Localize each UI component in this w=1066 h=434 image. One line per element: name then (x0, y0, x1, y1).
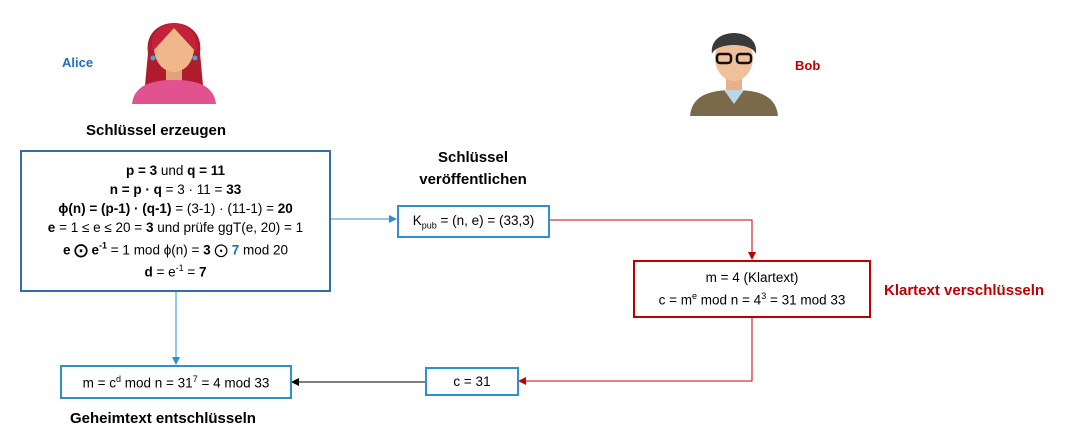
keygen-box: p = 3 und q = 11 n = p · q = 3 · 11 = 33… (20, 150, 331, 292)
publish-keys-label: Schlüssel veröffentlichen (395, 147, 551, 191)
alice-avatar (132, 23, 216, 104)
alice-label: Alice (62, 55, 94, 70)
keygen-line-5: e ⨀ e-1 = 1 mod ϕ(n) = 3 ⨀ 7 mod 20 (63, 240, 288, 258)
generate-keys-label: Schlüssel erzeugen (86, 122, 227, 139)
bob-label: Bob (795, 58, 821, 73)
publish-keys-line-1: Schlüssel (437, 149, 509, 166)
keygen-line-6: d = e-1 = 7 (144, 263, 207, 280)
decrypt-label: Geheimtext entschlüsseln (70, 410, 256, 427)
arrow-publish-to-encrypt (549, 219, 756, 260)
cipher-box: c = 31 (425, 367, 519, 396)
arrow-encrypt-to-cipher (518, 317, 753, 385)
decrypt-box: m = cd mod n = 317 = 4 mod 33 (60, 365, 292, 399)
keygen-line-3: ϕ(n) = (p-1) · (q-1) = (3-1) · (11-1) = … (58, 200, 293, 216)
plaintext-line: m = 4 (Klartext) (705, 270, 799, 286)
keygen-line-1: p = 3 und q = 11 (125, 162, 226, 178)
bob-avatar (690, 33, 778, 116)
encrypt-box: m = 4 (Klartext) c = me mod n = 43 = 31 … (633, 260, 871, 318)
public-key-box: Kpub = (n, e) = (33,3) (397, 205, 550, 238)
keygen-line-2: n = p · q = 3 · 11 = 33 (109, 181, 242, 197)
ciphertext-calc-line: c = me mod n = 43 = 31 mod 33 (658, 291, 846, 308)
keygen-line-4: e = 1 ≤ e ≤ 20 = 3 und prüfe ggT(e, 20) … (47, 219, 304, 235)
publish-keys-line-2: veröffentlichen (419, 171, 527, 188)
encrypt-label: Klartext verschlüsseln (884, 282, 1045, 299)
